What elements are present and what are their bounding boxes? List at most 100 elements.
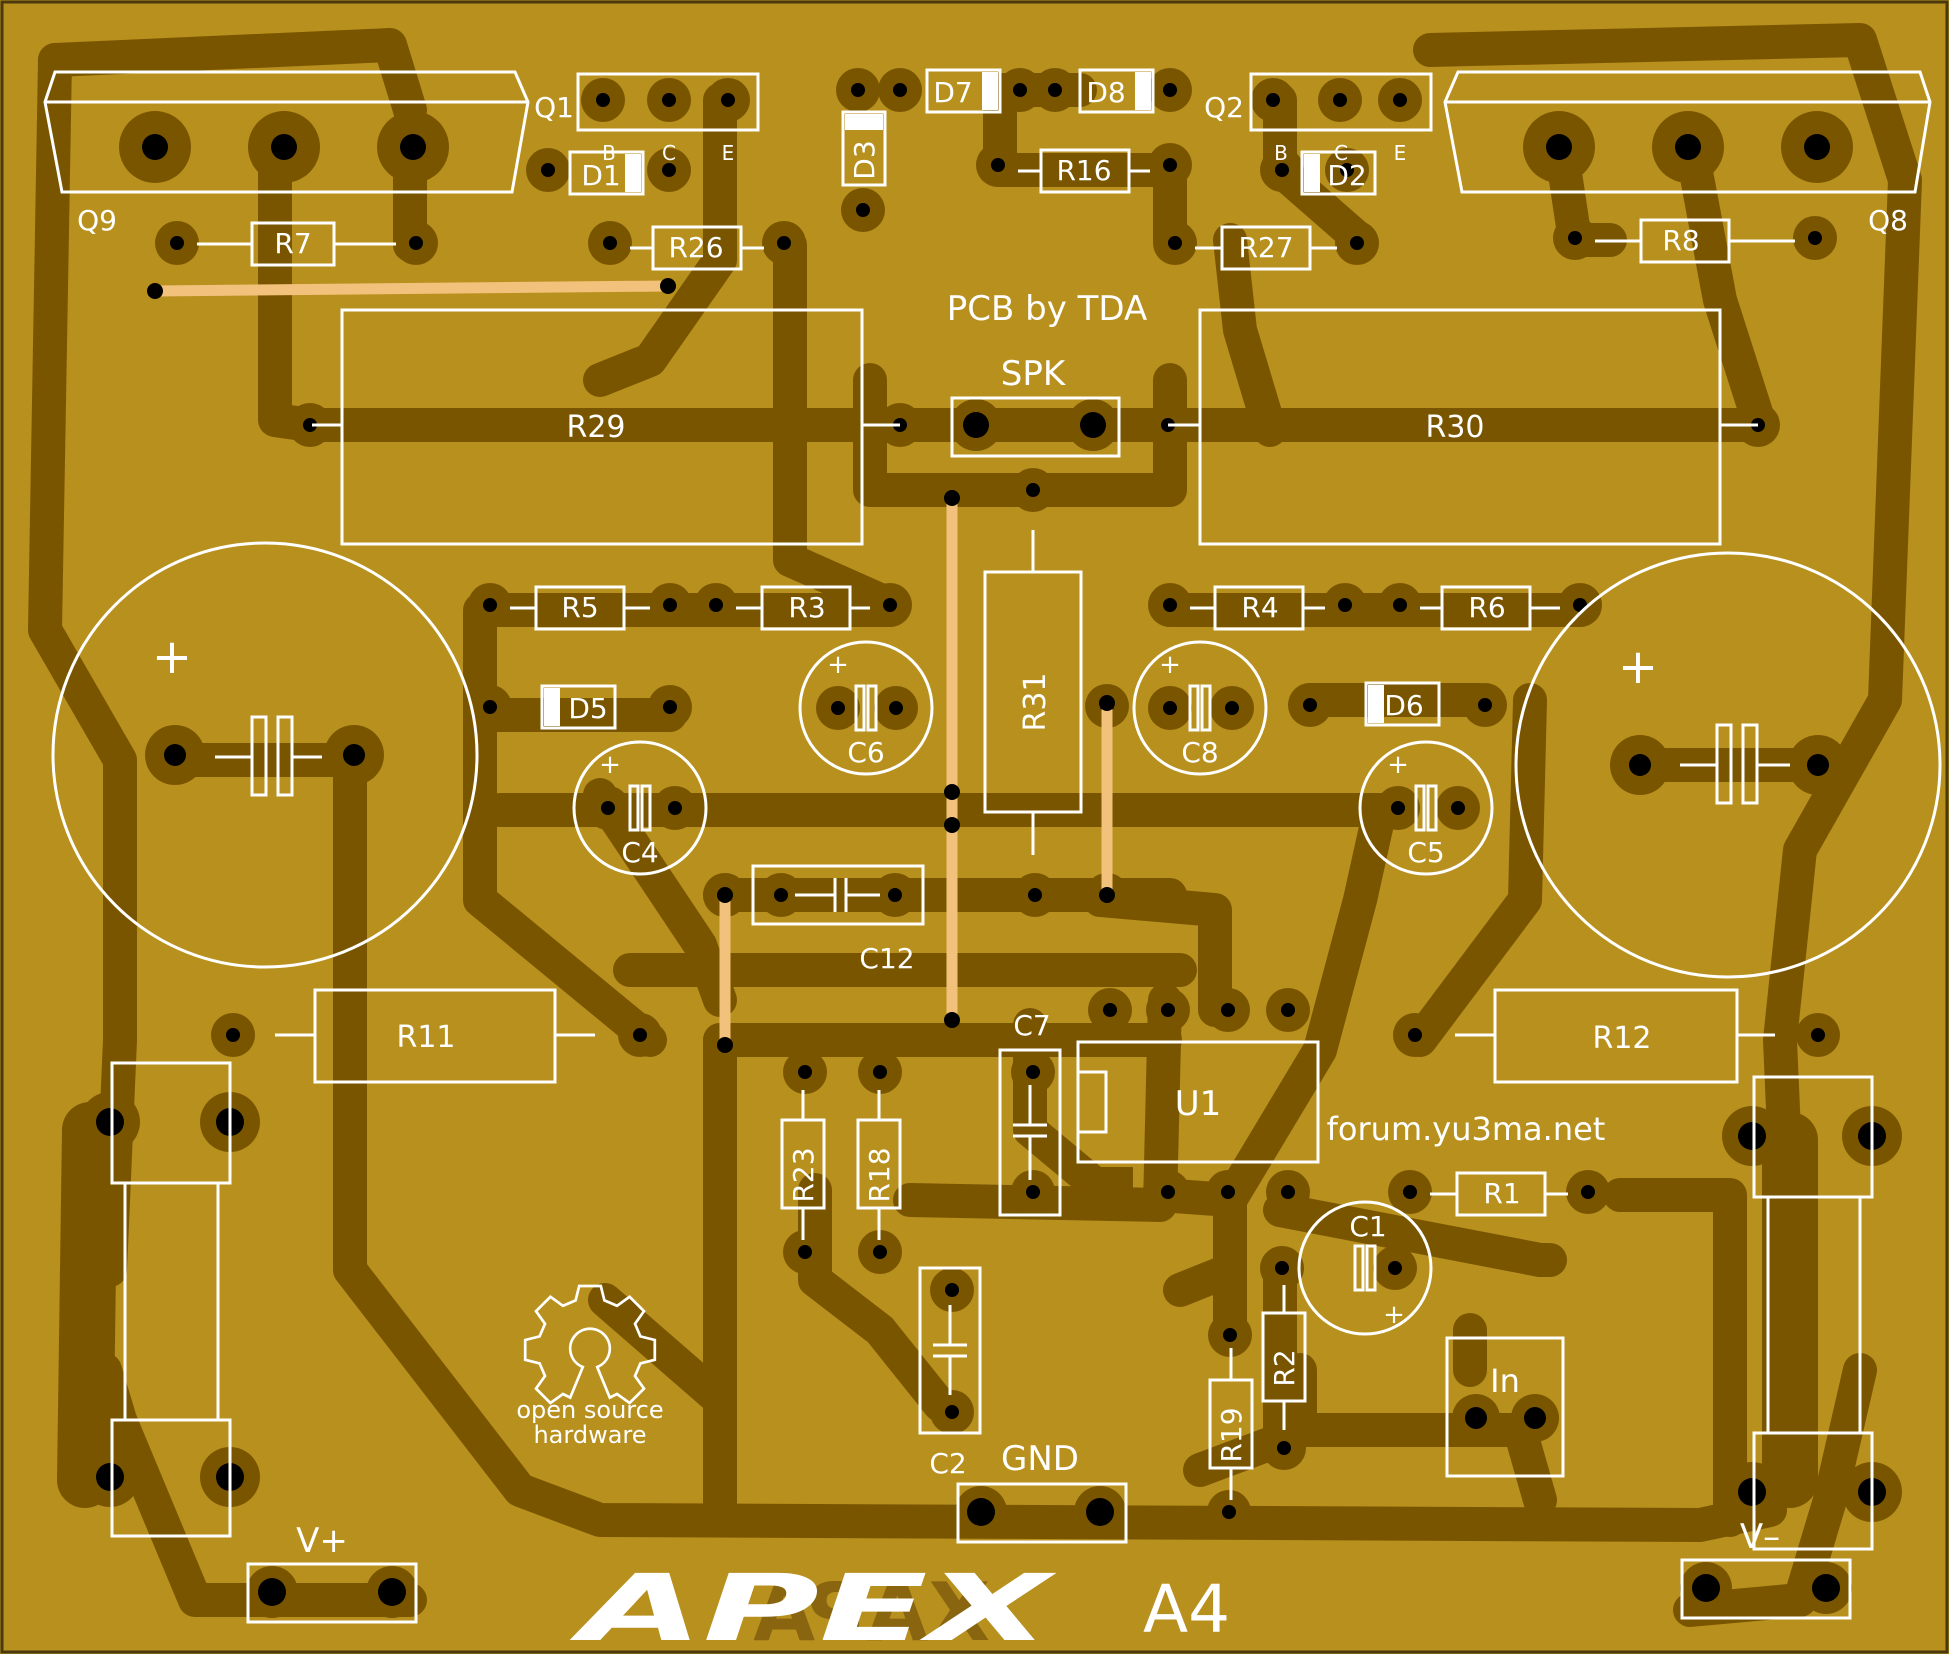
- pad-drill: [663, 700, 677, 714]
- pad-drill: [603, 236, 617, 250]
- pad-drill: [1333, 93, 1347, 107]
- pad-drill: [1340, 163, 1354, 177]
- pad-drill: [991, 158, 1005, 172]
- pad-drill: [831, 701, 845, 715]
- c8-plus: +: [1159, 650, 1181, 680]
- r23-label: R23: [787, 1147, 820, 1202]
- capacitor-symbol: [866, 684, 878, 732]
- r11-label: R11: [396, 1020, 455, 1055]
- capacitor-symbol: [628, 784, 640, 832]
- wire-jumpers: [147, 278, 1115, 1053]
- q9-pads: [119, 111, 449, 183]
- pad-drill: [601, 801, 615, 815]
- c1-label: C1: [1349, 1210, 1386, 1243]
- pad-drill: [1168, 236, 1182, 250]
- pad-drill: [945, 1405, 959, 1419]
- r4-label: R4: [1241, 591, 1278, 624]
- pad-drill: [303, 418, 317, 432]
- r29-label: R29: [566, 410, 625, 445]
- pad-drill: [889, 701, 903, 715]
- pad-drill: [596, 93, 610, 107]
- pad-drill: [1393, 93, 1407, 107]
- r7-label: R7: [274, 227, 311, 260]
- pad-drill: [1478, 698, 1492, 712]
- input-connector-label: In: [1490, 1362, 1520, 1400]
- pad-drill: [1163, 701, 1177, 715]
- capacitor-symbol: [1200, 684, 1212, 732]
- vminus-connector-label: V–: [1740, 1517, 1780, 1557]
- c7-label: C7: [1013, 1009, 1050, 1042]
- pad-drill: [1163, 598, 1177, 612]
- open-source-hardware-icon: [523, 1284, 657, 1405]
- pad-drill: [1163, 158, 1177, 172]
- c6-label: C6: [847, 736, 884, 769]
- pad-drill: [1581, 1185, 1595, 1199]
- pad-drill: [1026, 483, 1040, 497]
- c-right-big-plus: +: [1618, 639, 1658, 695]
- pad-drill: [170, 236, 184, 250]
- c2-label: C2: [929, 1447, 966, 1480]
- brand-logo: APEX: [570, 1555, 1057, 1654]
- pad-drill: [1568, 231, 1582, 245]
- pad-drill: [883, 598, 897, 612]
- pad-drill: [1281, 1185, 1295, 1199]
- c5-plus: +: [1387, 750, 1409, 780]
- q1-label: Q1: [534, 91, 574, 124]
- pad-drill: [1281, 1003, 1295, 1017]
- pad-drill: [1225, 701, 1239, 715]
- pad-drill: [774, 888, 788, 902]
- capacitor-symbol: [854, 684, 866, 732]
- q8-label: Q8: [1868, 204, 1908, 237]
- pad-drill: [663, 598, 677, 612]
- capacitor-symbol: [640, 784, 652, 832]
- r26-label: R26: [668, 231, 723, 264]
- pad-drill: [873, 1065, 887, 1079]
- pad-drill: [483, 598, 497, 612]
- pad-drill: [1048, 83, 1062, 97]
- pad-drill: [1393, 598, 1407, 612]
- c12-label: C12: [859, 942, 914, 975]
- model-label: A4: [1143, 1571, 1230, 1648]
- d7-label: D7: [933, 76, 972, 109]
- capacitor-symbol: [1365, 1244, 1377, 1292]
- pad-drill: [633, 1028, 647, 1042]
- r30-label: R30: [1425, 410, 1484, 445]
- pad-drill: [1338, 598, 1352, 612]
- svg-text:XAPA: XAPA: [753, 1566, 990, 1654]
- r2-label: R2: [1268, 1349, 1301, 1386]
- pad-drill: [709, 598, 723, 612]
- pad-drill: [777, 236, 791, 250]
- q2-pin-b-label: B: [1274, 141, 1288, 165]
- pad-drill: [1350, 236, 1364, 250]
- pad-drill: [1161, 1003, 1175, 1017]
- q2-pin-c-label: C: [1334, 141, 1348, 165]
- capacitor-symbol: [1353, 1244, 1365, 1292]
- r3-label: R3: [788, 591, 825, 624]
- c1-plus: +: [1383, 1300, 1405, 1330]
- pad-drill: [1275, 163, 1289, 177]
- gnd-connector-label: GND: [1001, 1439, 1079, 1479]
- connector-pads: [80, 399, 1902, 1618]
- r6-label: R6: [1468, 591, 1505, 624]
- pad-drill: [851, 83, 865, 97]
- d3-label: D3: [848, 140, 881, 179]
- small-resistor-outlines: [197, 148, 1795, 1217]
- capacitor-symbol: [1414, 784, 1426, 832]
- r19-label: R19: [1215, 1407, 1248, 1462]
- d5-label: D5: [568, 692, 607, 725]
- r1-label: R1: [1483, 1177, 1520, 1210]
- c-left-big-plus: +: [152, 629, 192, 685]
- d2-label: D2: [1327, 159, 1366, 192]
- pad-drill: [1161, 1185, 1175, 1199]
- pad-drill: [893, 83, 907, 97]
- r8-label: R8: [1662, 224, 1699, 257]
- credit-label: PCB by TDA: [947, 289, 1148, 329]
- r5-label: R5: [561, 591, 598, 624]
- pad-drill: [1275, 1261, 1289, 1275]
- c4-label: C4: [621, 836, 658, 869]
- pad-drill: [1808, 231, 1822, 245]
- pad-drill: [1222, 1505, 1236, 1519]
- pad-drill: [1303, 698, 1317, 712]
- pad-drill: [1811, 1028, 1825, 1042]
